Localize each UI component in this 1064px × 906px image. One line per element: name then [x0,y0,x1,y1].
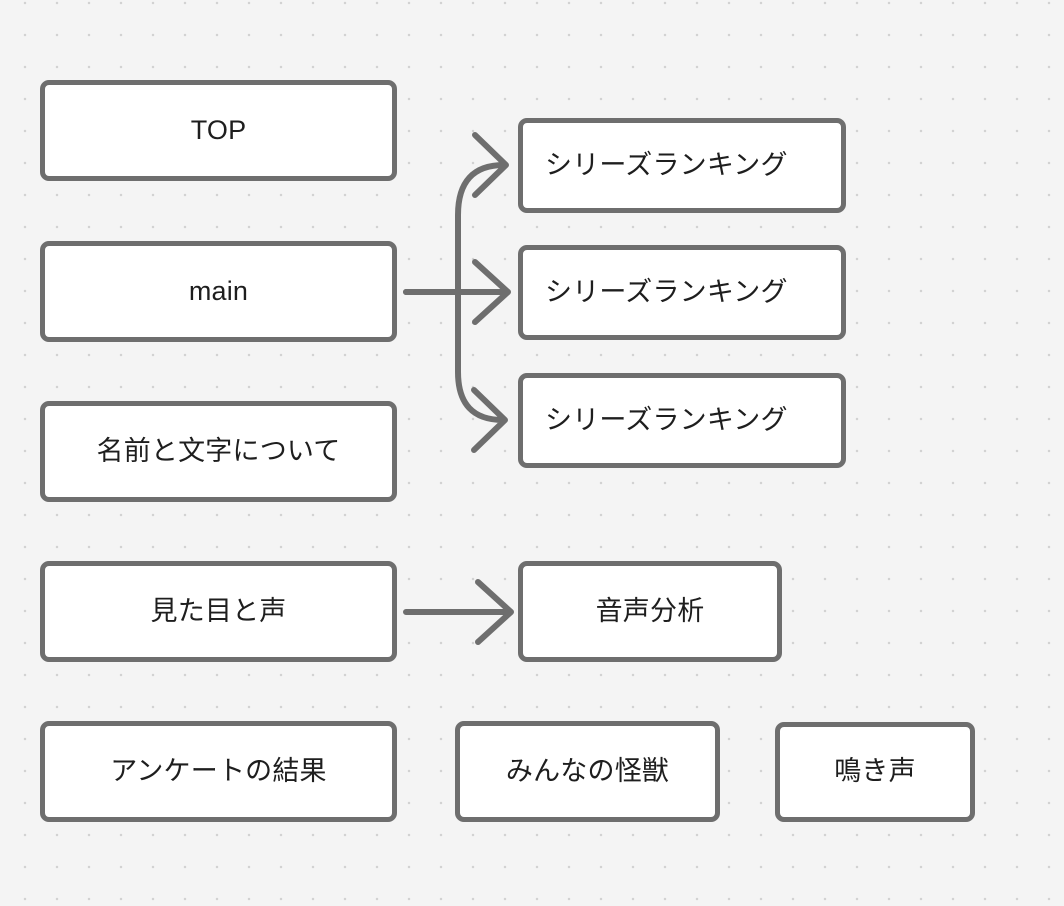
node-label: 音声分析 [595,595,705,626]
node-names[interactable]: 名前と文字について [40,401,397,502]
node-label: みんなの怪獣 [505,755,670,786]
node-label: main [188,275,249,306]
edge-main-to-ranking2 [403,259,511,325]
node-ranking1[interactable]: シリーズランキング [518,118,846,213]
node-ranking2[interactable]: シリーズランキング [518,245,846,340]
edge-main-to-ranking1 [403,132,509,295]
node-label: TOP [190,114,247,145]
node-label: 名前と文字について [96,435,341,466]
node-label: シリーズランキング [545,149,788,180]
node-monsters[interactable]: みんなの怪獣 [455,721,720,822]
node-top[interactable]: TOP [40,80,397,181]
node-look[interactable]: 見た目と声 [40,561,397,662]
node-main[interactable]: main [40,241,397,342]
node-label: シリーズランキング [545,404,788,435]
node-label: シリーズランキング [545,276,788,307]
node-voice[interactable]: 音声分析 [518,561,782,662]
node-label: アンケートの結果 [110,755,327,786]
node-survey[interactable]: アンケートの結果 [40,721,397,822]
node-label: 見た目と声 [150,595,287,626]
edge-look-to-voice [403,579,514,645]
edge-main-to-ranking3 [455,289,508,453]
node-label: 鳴き声 [834,756,916,787]
node-cry[interactable]: 鳴き声 [775,722,975,822]
node-ranking3[interactable]: シリーズランキング [518,373,846,468]
